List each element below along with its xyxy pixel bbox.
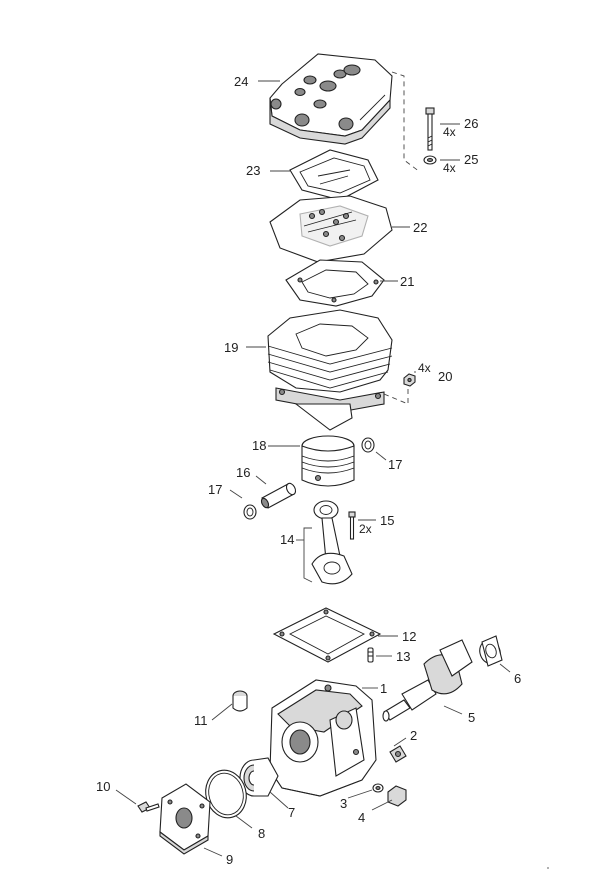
drain-plug	[387, 785, 407, 807]
label-4: 4	[358, 810, 365, 825]
page-speck	[547, 867, 549, 869]
crankcase-plug	[232, 690, 248, 712]
cover-screw	[137, 801, 160, 813]
label-16: 16	[236, 465, 250, 480]
qty-26: 4x	[443, 125, 456, 139]
end-cover	[159, 783, 211, 855]
crankcase-gasket	[272, 607, 382, 663]
label-23: 23	[246, 163, 260, 178]
label-1: 1	[380, 681, 387, 696]
label-18: 18	[252, 438, 266, 453]
head-washer	[423, 155, 437, 165]
label-14: 14	[280, 532, 294, 547]
label-15: 15	[380, 513, 394, 528]
side-fitting	[389, 745, 407, 763]
qty-20: 4x	[418, 361, 431, 375]
label-26: 26	[464, 116, 478, 131]
cylinder-head	[269, 53, 393, 145]
part-labels: 24 23 22 21 19 20 4x 26 4x 25 4x 18 17 1…	[96, 74, 521, 867]
label-13: 13	[396, 649, 410, 664]
head-bolt	[425, 107, 435, 151]
label-21: 21	[400, 274, 414, 289]
piston-pin	[260, 482, 297, 509]
valve-plate	[269, 195, 393, 263]
label-20: 20	[438, 369, 452, 384]
label-24: 24	[234, 74, 248, 89]
piston-pin-circlip-right	[361, 437, 375, 453]
cylinder-block	[267, 309, 393, 431]
label-9: 9	[226, 852, 233, 867]
crankshaft-bushing	[479, 635, 503, 667]
label-17-left: 17	[208, 482, 222, 497]
cylinder-nut	[403, 373, 416, 387]
label-12: 12	[402, 629, 416, 644]
alignment-line-head	[391, 71, 421, 173]
crankshaft	[382, 639, 473, 722]
drain-washer	[372, 783, 384, 793]
qty-25: 4x	[443, 161, 456, 175]
label-3: 3	[340, 796, 347, 811]
conrod-bracket	[303, 527, 313, 583]
label-8: 8	[258, 826, 265, 841]
qty-15: 2x	[359, 522, 372, 536]
label-6: 6	[514, 671, 521, 686]
label-7: 7	[288, 805, 295, 820]
piston	[301, 435, 355, 487]
leader-lines	[115, 80, 511, 857]
cylinder-gasket	[285, 259, 385, 307]
label-5: 5	[468, 710, 475, 725]
label-2: 2	[410, 728, 417, 743]
label-22: 22	[413, 220, 427, 235]
label-11: 11	[194, 713, 208, 728]
piston-pin-circlip-left	[243, 504, 257, 520]
head-gasket-small	[289, 149, 379, 201]
label-10: 10	[96, 779, 110, 794]
label-25: 25	[464, 152, 478, 167]
ball-bearing	[239, 757, 279, 797]
connecting-rod	[311, 500, 353, 585]
conrod-bolt	[348, 511, 356, 540]
label-17-right: 17	[388, 457, 402, 472]
crankcase	[269, 679, 377, 797]
dowel-pin	[367, 647, 374, 663]
label-19: 19	[224, 340, 238, 355]
